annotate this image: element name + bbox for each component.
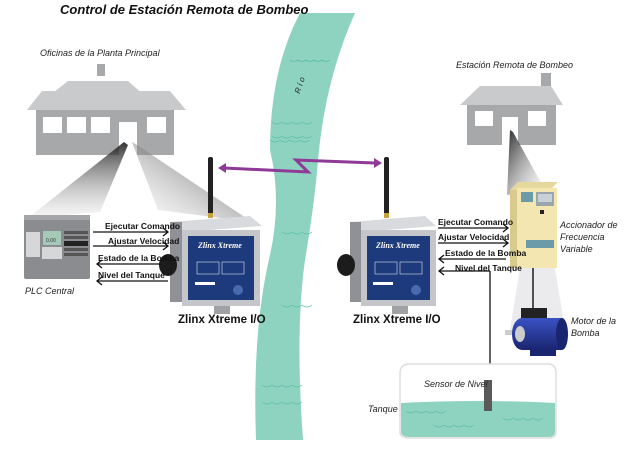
signal-left-0: Ejecutar Comando <box>105 221 181 231</box>
main-plant-label: Oficinas de la Planta Principal <box>40 48 160 58</box>
diagram-title: Control de Estación Remota de Bombeo <box>60 2 309 17</box>
tank-label: Tanque <box>368 404 398 414</box>
zlinx-right-label: Zlinx Xtreme I/O <box>353 314 441 326</box>
zlinx-device-right: Zlinx Xtreme <box>337 216 436 314</box>
signal-right-0: Ejecutar Comando <box>438 217 514 227</box>
gland-right <box>337 254 355 276</box>
vfd-device <box>510 182 558 268</box>
svg-text:0.00: 0.00 <box>46 238 56 244</box>
tank <box>399 363 557 439</box>
beam-to-vfd <box>507 130 545 195</box>
river-waves <box>261 59 331 405</box>
main-plant-building <box>27 64 186 155</box>
svg-text:Zlinx Xtreme: Zlinx Xtreme <box>197 241 242 250</box>
motor-label: Motor de la Bomba <box>571 316 617 338</box>
motor-device <box>505 308 568 356</box>
signal-right-1: Ajustar Velocidad <box>438 232 510 242</box>
svg-text:Zlinx Xtreme: Zlinx Xtreme <box>375 241 420 250</box>
signal-right-3: Nivel del Tanque <box>455 263 522 273</box>
signal-left-2: Estado de la Bomba <box>98 253 180 263</box>
beam-to-plc <box>28 142 128 218</box>
zlinx-left-label: Zlinx Xtreme I/O <box>178 314 266 326</box>
beam-to-zlinx-left <box>132 142 252 222</box>
signal-lines-right <box>437 223 510 380</box>
antenna-left <box>208 157 213 215</box>
vfd-label: Accionador de Frecuencia Variable <box>560 220 618 254</box>
radio-link <box>223 158 376 174</box>
antenna-right <box>384 157 389 215</box>
gland-left <box>159 254 177 276</box>
remote-station-label: Estación Remota de Bombeo <box>456 60 574 70</box>
plc-label: PLC Central <box>25 286 75 296</box>
radio-arrow-left <box>218 163 226 173</box>
signal-left-3: Nivel del Tanque <box>98 270 165 280</box>
zlinx-device-left: Zlinx Xtreme <box>159 216 262 314</box>
sensor-label: Sensor de Nivel <box>424 379 488 389</box>
signal-lines-left <box>93 227 170 286</box>
signal-right-2: Estado de la Bomba <box>445 248 527 258</box>
river <box>255 13 355 440</box>
radio-arrow-right <box>374 158 382 168</box>
level-sensor <box>484 380 492 411</box>
plc-device: 0.00 <box>24 215 90 279</box>
signal-left-1: Ajustar Velocidad <box>108 236 180 246</box>
